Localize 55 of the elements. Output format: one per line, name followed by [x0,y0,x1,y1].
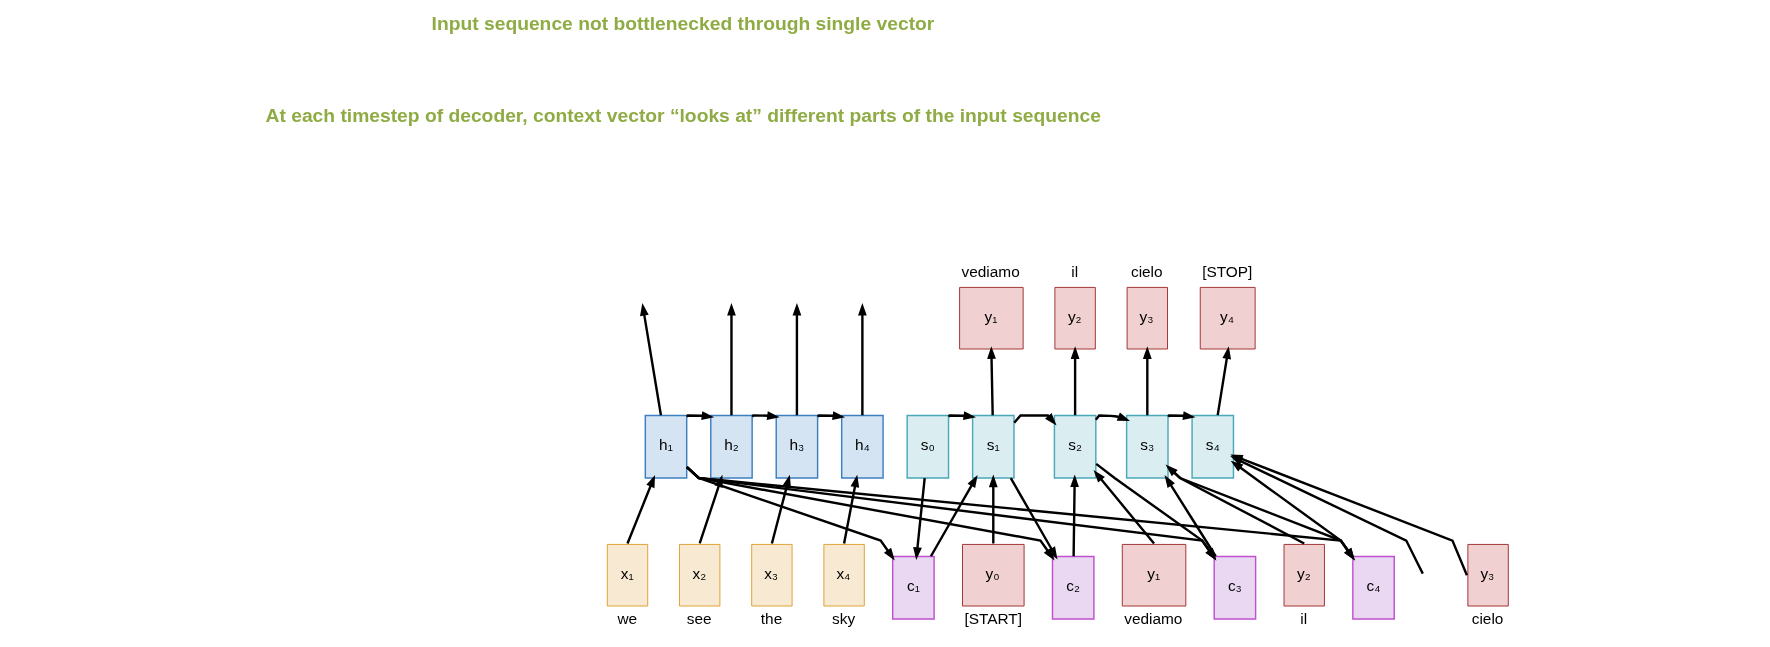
node-box: h₂ [710,414,753,479]
node-label: vediamo [1124,610,1183,628]
node-box: s₃ [1125,414,1169,479]
arrow [727,303,736,416]
arrow [1094,412,1130,422]
node-box: s₁ [971,414,1015,479]
arrow [1070,474,1079,557]
node-label: vediamo [961,262,1020,280]
node-label: sky [832,610,856,628]
arrow [988,474,998,544]
node-label: see [686,610,712,628]
arrow [1167,411,1196,420]
arrow [1013,413,1057,426]
node-label: [START] [964,610,1023,628]
arrow [1167,466,1355,561]
arrow [1095,462,1217,561]
node-label: cielo [1471,610,1504,628]
arrow [842,474,860,544]
node-box: c₂ [1051,555,1095,620]
node-label: [STOP] [1202,262,1253,280]
arrow [913,478,926,560]
arrow [1093,470,1155,545]
arrow [1070,346,1080,416]
arrow [987,346,996,416]
arrow [1216,346,1232,416]
node-box: s₂ [1053,414,1097,479]
node-label: the [760,610,783,628]
node-label: il [1071,262,1079,280]
node-box: c₄ [1352,555,1395,620]
node-box: h₁ [644,414,688,479]
node-box: c₁ [892,555,935,620]
arrow [948,411,977,420]
arrow [626,474,656,544]
label: Input sequence not bottlenecked through single vector [431,13,935,35]
arrow [1165,464,1305,545]
node-label: cielo [1130,262,1163,280]
node-label: il [1300,610,1308,628]
arrow [858,303,867,416]
arrow [698,474,723,544]
arrow [792,303,802,416]
arrow [686,411,715,420]
arrow [751,411,780,420]
node-box: c₃ [1213,555,1257,620]
arrow [770,474,791,544]
node-box: h₃ [775,414,819,479]
node-label: we [617,610,638,628]
node-box: h₄ [840,414,884,479]
node-box: s₀ [906,414,950,479]
arrow [640,303,663,416]
arrow [929,474,978,557]
arrow [817,411,846,420]
arrow [1142,346,1152,416]
label: At each timestep of decoder, context vector “looks at” different parts of the input sequence [265,104,1101,126]
node-box: s₄ [1191,414,1235,479]
arrow [1164,475,1217,557]
